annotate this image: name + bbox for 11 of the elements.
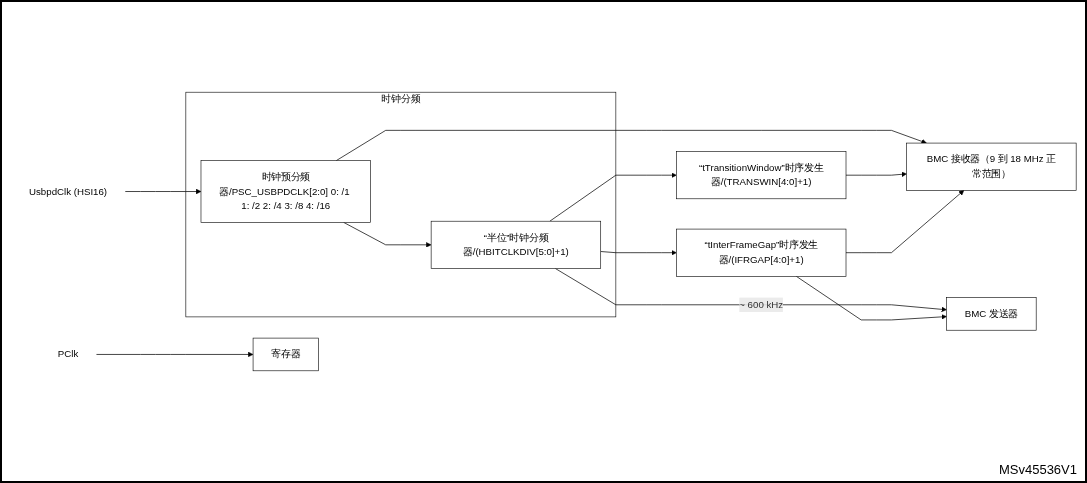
node-box: “半位”时钟分频器/(HBITCLKDIV[5:0]+1)	[430, 220, 602, 269]
node-box: BMC 接收器（9 到 18 MHz 正常范围）	[906, 142, 1077, 191]
figure-id: MSv45536V1	[998, 462, 1077, 477]
node-box: 寄存器	[252, 337, 319, 372]
node-box: “tTransitionWindow”时序发生器/(TRANSWIN[4:0]+1)	[676, 151, 847, 200]
node-box: “tInterFrameGap”时序发生器/(IFRGAP[4:0]+1)	[676, 228, 847, 277]
node-text: PClk	[57, 349, 79, 360]
node-box: 时钟预分频器/PSC_USBPDCLK[2:0] 0: /1 1: /2 2: /4 3: /8 4: /16	[200, 160, 371, 223]
node-text: UsbpdClk (HSI16)	[29, 186, 108, 197]
edge-label: ~ 600 kHz	[739, 299, 784, 310]
node-box: BMC 发送器	[946, 297, 1037, 331]
